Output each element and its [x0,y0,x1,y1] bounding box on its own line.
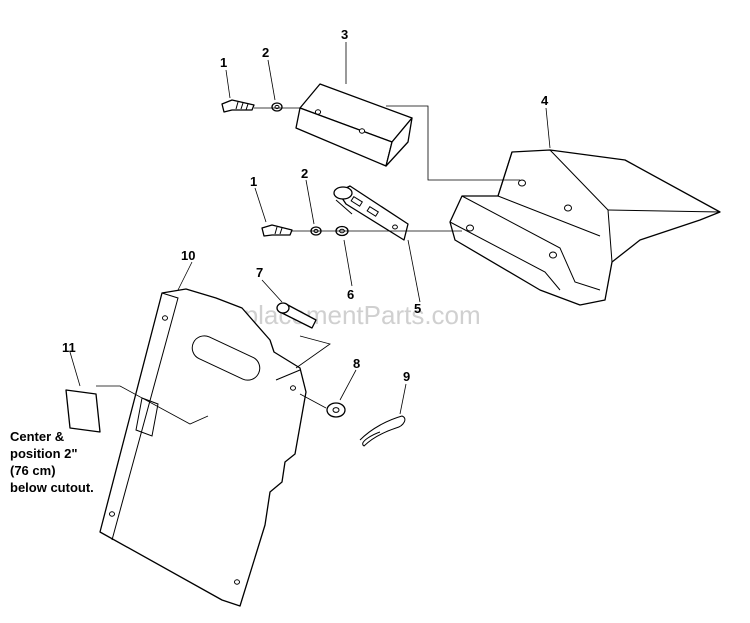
part-11-decal [65,389,101,433]
callout-5: 5 [414,301,421,316]
note-line-1: Center & [10,429,64,444]
part-10-mounting-plate [99,288,307,607]
callout-7: 7 [256,265,263,280]
part-1-screw-upper [221,99,255,113]
note-line-4: below cutout. [10,480,94,495]
callout-11: 11 [62,340,76,355]
callout-4: 4 [541,93,549,108]
callout-6: 6 [347,287,354,302]
part-1-screw-lower [261,224,293,237]
callout-2-upper: 2 [262,45,269,60]
note-line-2: position 2" [10,446,78,461]
callout-8: 8 [353,356,360,371]
callout-2-lower: 2 [301,166,308,181]
part-5-slotted-plate [333,185,409,241]
callout-3: 3 [341,27,348,42]
part-3-angle-bracket [295,83,413,167]
part-2-washer-upper [271,102,283,112]
leader-lines [69,42,551,425]
part-7-pin [276,302,317,329]
callout-10: 10 [181,248,195,263]
part-9-hairpin-clip [359,415,406,447]
part-8-washer [326,402,346,418]
callout-1-lower: 1 [250,174,257,189]
callout-1-upper: 1 [220,55,227,70]
installation-note: Center & position 2" (76 cm) below cutou… [10,429,94,495]
part-4-chute [449,149,721,306]
callout-9: 9 [403,369,410,384]
note-line-3: (76 cm) [10,463,56,478]
